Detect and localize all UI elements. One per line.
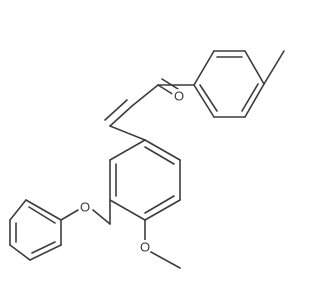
bond (193, 50, 215, 86)
bond (244, 83, 265, 118)
bond (144, 199, 181, 221)
phenyl-ring (9, 199, 62, 261)
atom-label-benzyl-ether-oxygen: O (78, 200, 92, 215)
bond (131, 84, 159, 107)
double-bond-inner (241, 83, 259, 112)
methoxy-oxygen-label: O (140, 240, 150, 255)
carbonyl-bond (157, 84, 175, 96)
atom-label-methoxy-oxygen: O (138, 240, 152, 255)
bond (29, 244, 62, 261)
bond (9, 199, 27, 221)
chemical-structure-diagram: O O O (9, 50, 285, 269)
alkene-bond (104, 99, 128, 121)
bond (109, 199, 146, 221)
bond (193, 84, 215, 118)
bond (109, 125, 146, 141)
molecule-canvas: O O O (9, 50, 285, 269)
methyl-bond (263, 50, 285, 85)
bond (60, 209, 79, 221)
double-bond-inner (28, 206, 56, 224)
bond (25, 199, 62, 221)
benzyl-ether-oxygen-label: O (80, 200, 90, 215)
bond (244, 50, 265, 85)
carbonyl-oxygen-label: O (174, 89, 184, 104)
double-bond-inner (199, 84, 218, 112)
bond (144, 139, 181, 161)
double-bond-inner (144, 146, 175, 165)
bond (150, 251, 181, 269)
double-bond-inner (144, 195, 175, 214)
bond (92, 209, 111, 225)
carbonyl-bond (161, 78, 179, 90)
bond (109, 139, 146, 161)
bond (9, 244, 31, 261)
central-ring (109, 139, 181, 221)
alkene-bond (109, 105, 133, 127)
tolyl-ring (193, 50, 265, 118)
double-bond-inner (31, 241, 56, 254)
atom-label-carbonyl-oxygen: O (172, 89, 186, 104)
